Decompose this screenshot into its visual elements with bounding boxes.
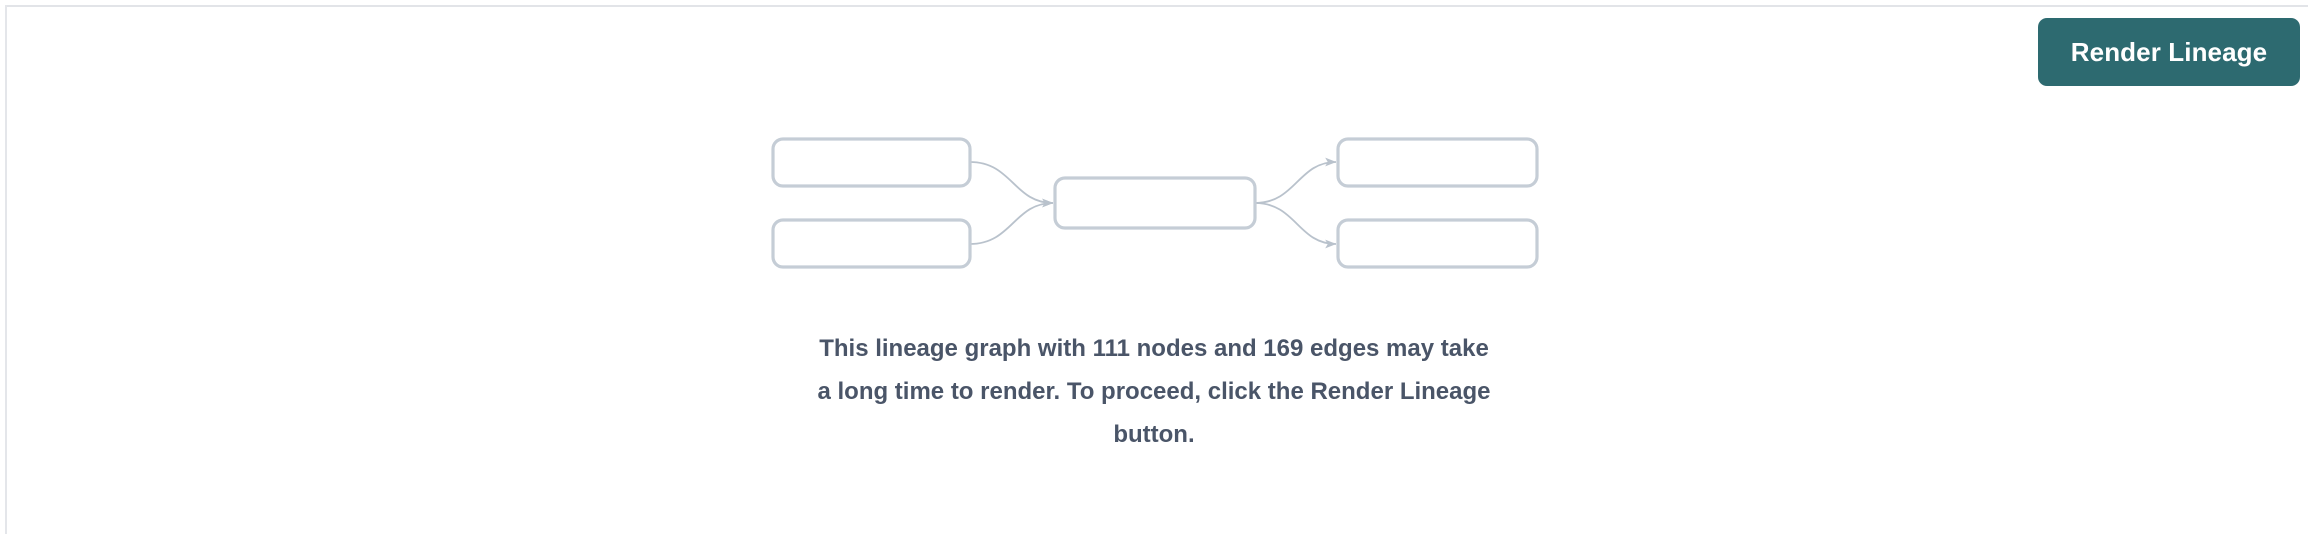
message-line-1: This lineage graph with 111 nodes and 16… bbox=[819, 335, 1489, 362]
panel-top-border bbox=[6, 5, 2308, 7]
graph-node-upstream-1 bbox=[771, 137, 972, 188]
graph-placeholder-svg bbox=[771, 137, 1539, 269]
lineage-warning-message: This lineage graph with 111 nodes and 16… bbox=[754, 327, 1554, 456]
panel-left-border bbox=[5, 5, 7, 534]
message-line-3: button. bbox=[1113, 421, 1195, 448]
graph-node-upstream-2 bbox=[771, 218, 972, 269]
graph-edge-downstream-2 bbox=[1254, 202, 1337, 249]
graph-node-downstream-1 bbox=[1336, 137, 1539, 188]
graph-edge-downstream-1 bbox=[1254, 157, 1337, 204]
graph-edge-upstream-1 bbox=[969, 161, 1054, 208]
graph-node-focus bbox=[1053, 176, 1257, 230]
graph-edge-upstream-2 bbox=[969, 198, 1054, 245]
graph-node-downstream-2 bbox=[1336, 218, 1539, 269]
render-lineage-button[interactable]: Render Lineage bbox=[2038, 18, 2300, 86]
message-line-2: a long time to render. To proceed, click… bbox=[817, 378, 1491, 405]
lineage-graph-placeholder-illustration bbox=[762, 126, 1552, 282]
